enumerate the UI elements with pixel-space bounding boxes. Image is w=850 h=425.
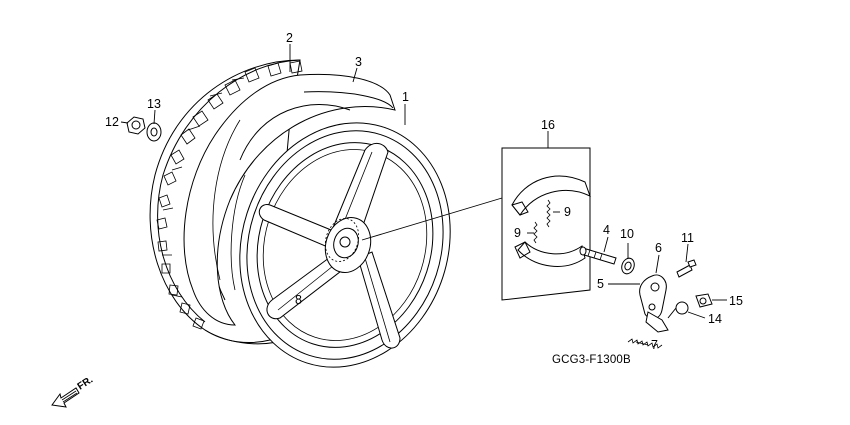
callout-13: 13 <box>147 97 161 111</box>
callout-3: 3 <box>355 55 362 69</box>
tube-flap <box>183 73 396 326</box>
callout-8: 8 <box>295 293 302 307</box>
callout-9-upper: 9 <box>564 205 571 219</box>
callout-12: 12 <box>105 115 119 129</box>
callout-2: 2 <box>286 31 293 45</box>
bolt-11 <box>676 259 697 278</box>
hub-to-brake-leader <box>361 197 503 241</box>
callout-14: 14 <box>708 312 722 326</box>
washer <box>146 122 162 142</box>
callout-5: 5 <box>597 277 604 291</box>
felt-seal <box>621 257 635 275</box>
callout-16: 16 <box>541 118 555 132</box>
callout-7: 7 <box>651 338 658 352</box>
brake-shoe-box <box>501 147 591 301</box>
axle-nut <box>126 116 146 135</box>
callout-1: 1 <box>402 90 409 104</box>
front-direction-indicator: FR. <box>51 374 96 408</box>
return-spring <box>627 338 663 349</box>
callout-15: 15 <box>729 294 743 308</box>
reference-code: GCG3-F1300B <box>552 354 631 366</box>
wheel-spokes <box>258 143 401 349</box>
wheel-rim <box>230 103 451 368</box>
front-label: FR. <box>76 374 96 392</box>
callout-labels: 1 2 3 4 5 6 7 8 9 9 10 11 12 13 14 15 16 <box>105 31 743 352</box>
pin-14 <box>667 301 689 319</box>
callout-4: 4 <box>603 223 610 237</box>
callout-10: 10 <box>620 227 634 241</box>
callout-11: 11 <box>681 231 694 245</box>
brake-arm <box>639 274 669 333</box>
brake-cam <box>579 246 617 265</box>
wheel-hub <box>324 217 372 273</box>
tire-tread <box>156 60 303 330</box>
callout-9-lower: 9 <box>514 226 521 240</box>
leader-lines <box>120 44 727 346</box>
callout-6: 6 <box>655 241 662 255</box>
nut-15 <box>695 293 713 308</box>
